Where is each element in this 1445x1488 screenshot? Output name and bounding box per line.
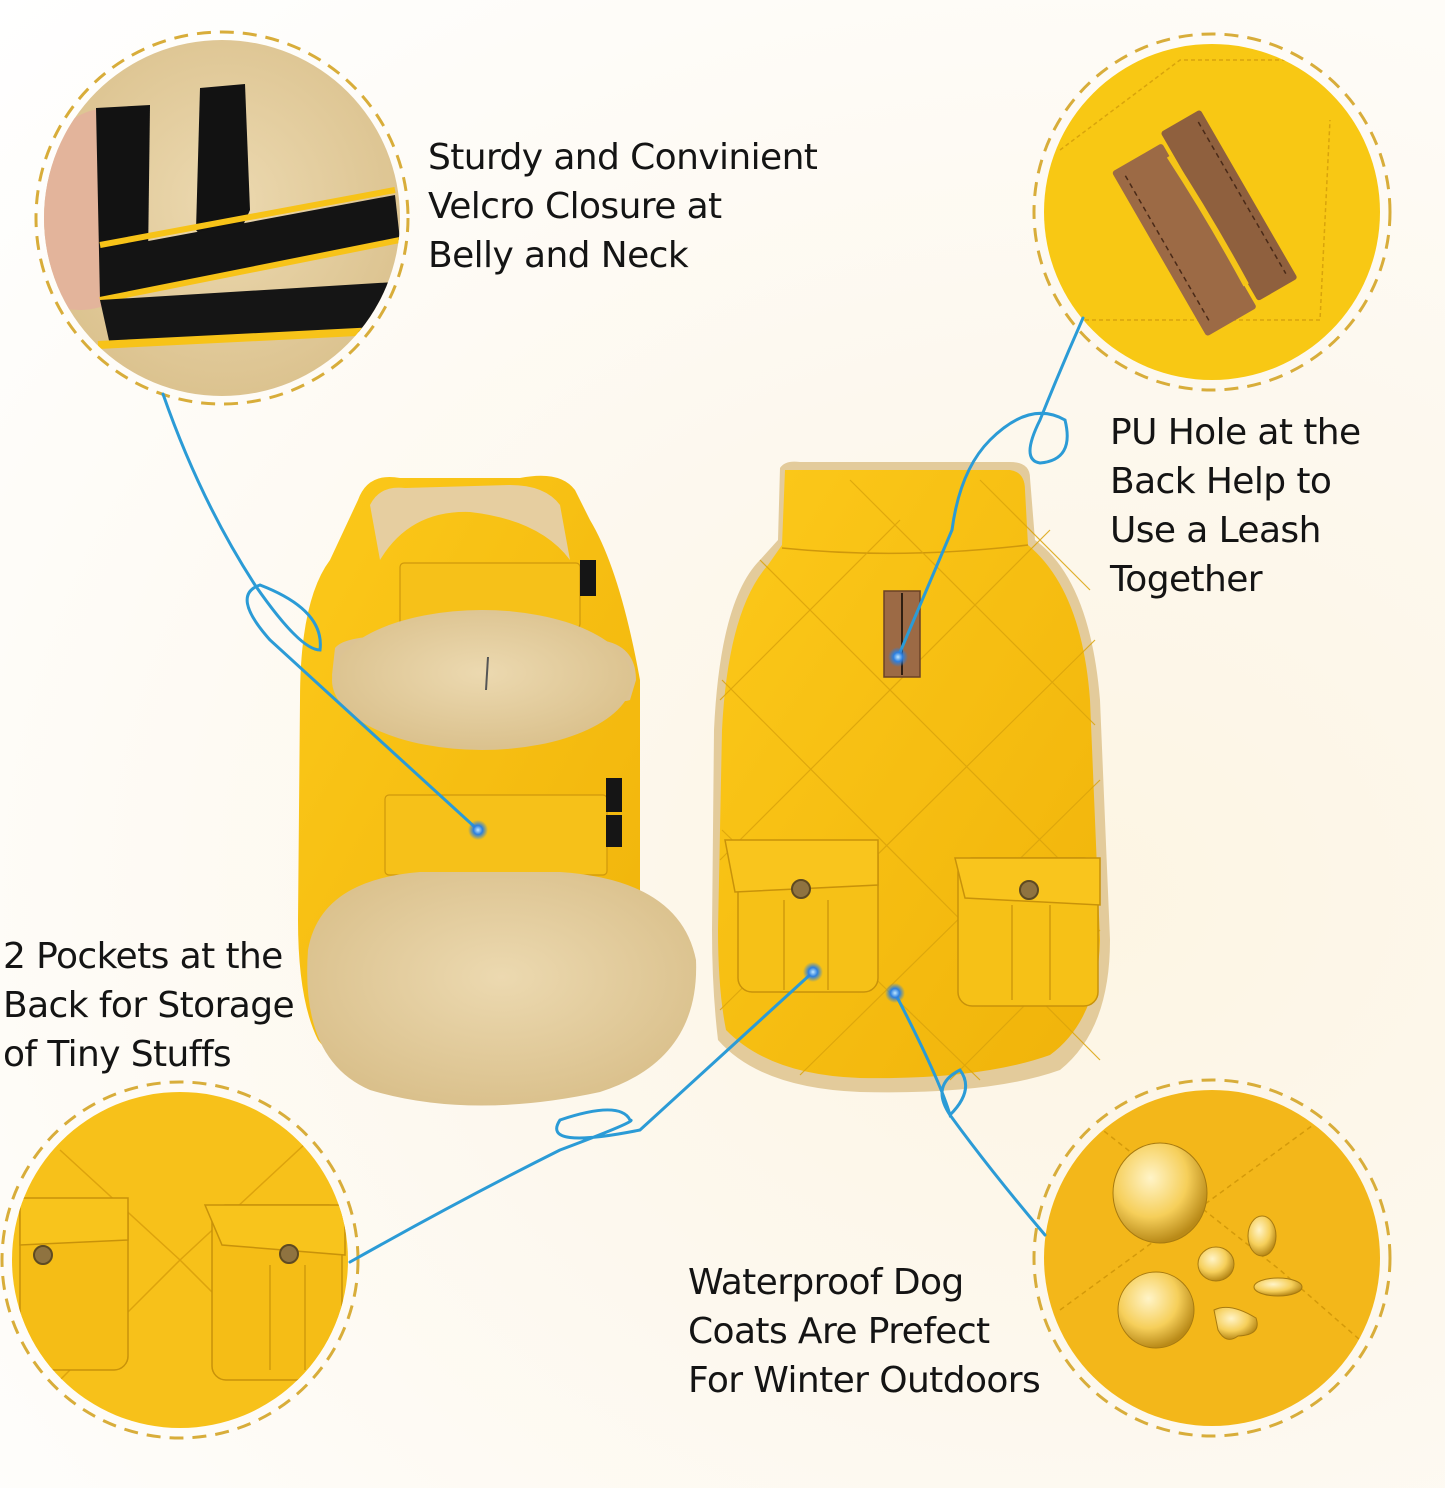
anchor-dot-waterproof <box>885 983 905 1003</box>
caption-line: 2 Pockets at the <box>3 936 283 977</box>
caption-line: Sturdy and Convinient <box>428 137 818 178</box>
caption-velcro-closure: Sturdy and Convinient Velcro Closure at … <box>428 133 818 280</box>
connector-velcro <box>161 392 480 832</box>
connector-pu-hole <box>896 316 1085 659</box>
caption-line: Use a Leash <box>1110 510 1321 551</box>
caption-pockets: 2 Pockets at the Back for Storage of Tin… <box>3 932 295 1079</box>
caption-line: For Winter Outdoors <box>688 1360 1041 1401</box>
caption-line: Waterproof Dog <box>688 1262 964 1303</box>
caption-line: PU Hole at the <box>1110 412 1361 453</box>
caption-line: of Tiny Stuffs <box>3 1034 232 1075</box>
caption-line: Back for Storage <box>3 985 295 1026</box>
connector-waterproof <box>893 991 1047 1237</box>
connector-pockets <box>348 970 815 1264</box>
pu-hole-closeup-image <box>1032 32 1392 392</box>
dashed-ring <box>34 30 410 406</box>
caption-line: Belly and Neck <box>428 235 689 276</box>
velcro-closeup-image <box>34 30 410 406</box>
anchor-dot-velcro <box>468 820 488 840</box>
pockets-closeup-image <box>0 1080 360 1440</box>
coat-back-view-image <box>712 461 1110 1093</box>
dashed-ring <box>1032 32 1392 392</box>
waterproof-closeup-image <box>1032 1078 1392 1438</box>
anchor-dots <box>468 647 908 1003</box>
dashed-ring <box>1032 1078 1392 1438</box>
caption-line: Velcro Closure at <box>428 186 722 227</box>
caption-pu-hole: PU Hole at the Back Help to Use a Leash … <box>1110 408 1361 604</box>
caption-line: Coats Are Prefect <box>688 1311 990 1352</box>
coat-inside-view-image <box>298 475 697 1106</box>
anchor-dot-pockets <box>803 962 823 982</box>
caption-line: Back Help to <box>1110 461 1332 502</box>
dashed-ring <box>0 1080 360 1440</box>
anchor-dot-pu-hole <box>888 647 908 667</box>
caption-line: Together <box>1110 559 1263 600</box>
caption-waterproof: Waterproof Dog Coats Are Prefect For Win… <box>688 1258 1041 1405</box>
connector-lines <box>161 316 1085 1264</box>
